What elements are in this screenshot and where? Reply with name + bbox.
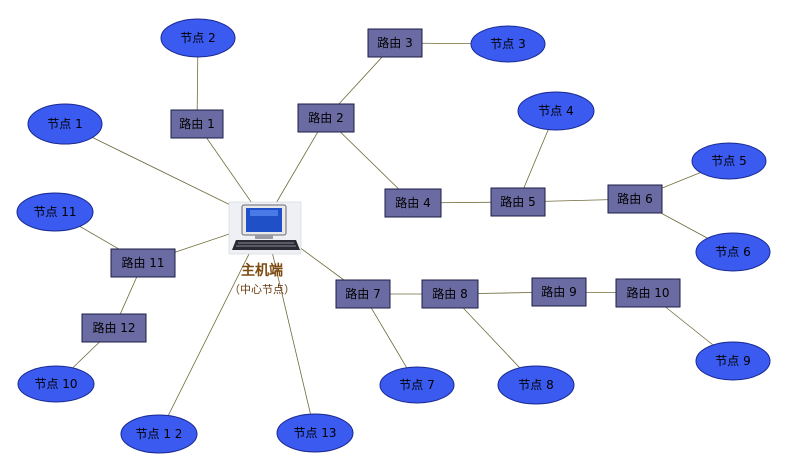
- node-label: 节点 2: [180, 31, 215, 45]
- router-label: 路由 10: [626, 285, 669, 300]
- router-box: [531, 277, 587, 307]
- node-4: 节点 4: [517, 91, 595, 131]
- node-label: 节点 13: [293, 426, 336, 440]
- router-box: [170, 109, 224, 139]
- router-box: [384, 188, 442, 218]
- router-box: [367, 28, 423, 58]
- router-10: 路由 10: [615, 278, 681, 308]
- node-13: 节点 13: [276, 413, 354, 453]
- node-label: 节点 5: [711, 154, 746, 168]
- node-ellipse: [160, 18, 236, 58]
- router-label: 路由 5: [500, 194, 535, 209]
- router-box: [607, 184, 663, 214]
- router-box: [421, 279, 479, 309]
- node-5: 节点 5: [691, 142, 767, 180]
- node-8: 节点 8: [497, 365, 575, 405]
- node-10: 节点 10: [17, 365, 95, 403]
- node-ellipse: [691, 142, 767, 180]
- node-label: 节点 7: [399, 378, 434, 392]
- router-box: [615, 278, 681, 308]
- router-3: 路由 3: [367, 28, 423, 58]
- node-label: 节点 11: [33, 205, 76, 219]
- edge-host-n12: [158, 221, 266, 435]
- router-label: 路由 7: [345, 286, 380, 301]
- router-box: [490, 187, 546, 217]
- node-3: 节点 3: [470, 25, 546, 63]
- router-6: 路由 6: [607, 184, 663, 214]
- node-ellipse: [16, 192, 94, 232]
- nodes-layer: 路由 1 路由 2 路由 3 路由 4 路由 5 路由 6 路由 7 路由 8 路由 9 路由 1…: [16, 18, 771, 454]
- host-subtitle: （中心节点）: [229, 283, 295, 296]
- router-4: 路由 4: [384, 188, 442, 218]
- node-1: 节点 1: [27, 103, 103, 145]
- node-ellipse: [120, 414, 198, 454]
- node-label: 节点 8: [518, 378, 553, 392]
- router-box: [297, 103, 355, 133]
- node-11: 节点 11: [16, 192, 94, 232]
- router-11: 路由 11: [110, 248, 176, 278]
- router-2: 路由 2: [297, 103, 355, 133]
- host-title: 主机端: [241, 262, 283, 279]
- edge-host-n13: [264, 221, 316, 434]
- node-ellipse: [497, 365, 575, 405]
- node-ellipse: [276, 413, 354, 453]
- node-ellipse: [517, 91, 595, 131]
- node-label: 节点 4: [538, 104, 573, 118]
- router-8: 路由 8: [421, 279, 479, 309]
- node-7: 节点 7: [379, 366, 455, 404]
- router-label: 路由 1: [179, 116, 214, 131]
- router-label: 路由 12: [92, 320, 135, 335]
- router-1: 路由 1: [170, 109, 224, 139]
- node-ellipse: [17, 365, 95, 403]
- router-box: [81, 313, 147, 343]
- computer-icon: [228, 201, 302, 255]
- router-9: 路由 9: [531, 277, 587, 307]
- node-ellipse: [695, 341, 771, 381]
- node-6: 节点 6: [695, 232, 771, 272]
- node-9: 节点 9: [695, 341, 771, 381]
- router-label: 路由 2: [308, 110, 343, 125]
- node-label: 节点 1 2: [136, 427, 183, 441]
- node-ellipse: [470, 25, 546, 63]
- node-label: 节点 1: [47, 117, 82, 131]
- router-box: [110, 248, 176, 278]
- router-12: 路由 12: [81, 313, 147, 343]
- node-label: 节点 10: [34, 377, 77, 391]
- router-label: 路由 9: [541, 284, 576, 299]
- node-ellipse: [27, 103, 103, 145]
- router-5: 路由 5: [490, 187, 546, 217]
- router-label: 路由 6: [617, 191, 652, 206]
- router-label: 路由 8: [432, 286, 467, 301]
- router-box: [335, 279, 391, 309]
- node-ellipse: [695, 232, 771, 272]
- node-label: 节点 9: [715, 354, 750, 368]
- node-label: 节点 3: [490, 37, 525, 51]
- node-2: 节点 2: [160, 18, 236, 58]
- node-12: 节点 1 2: [120, 414, 198, 454]
- router-label: 路由 3: [377, 35, 412, 50]
- router-label: 路由 11: [121, 255, 164, 270]
- router-7: 路由 7: [335, 279, 391, 309]
- router-label: 路由 4: [395, 195, 430, 210]
- node-label: 节点 6: [715, 245, 750, 259]
- host-computer: 主机端 （中心节点）: [228, 201, 302, 296]
- node-ellipse: [379, 366, 455, 404]
